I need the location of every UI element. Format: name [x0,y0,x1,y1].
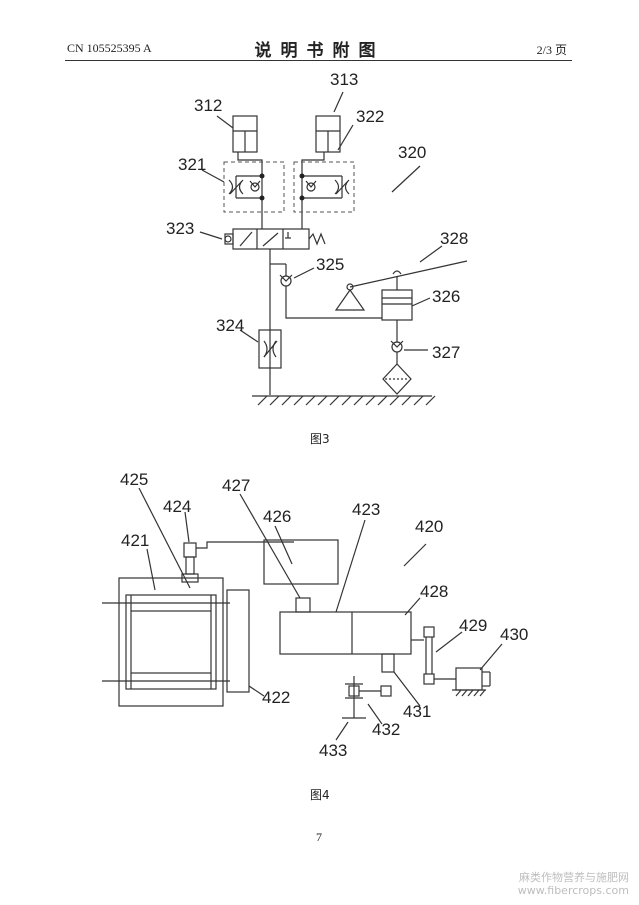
label-429: 429 [459,616,487,635]
ground-hatch-line [257,395,268,406]
label-430: 430 [500,625,528,644]
ground-hatch-line [293,395,304,406]
motor-base-hatch-line [473,689,480,697]
directional-valve-323 [224,218,326,250]
label-313: 313 [330,70,358,89]
label-422: 422 [262,688,290,707]
figure-3-leaders [199,91,443,351]
label-431: 431 [403,702,431,721]
motor-430 [452,667,491,697]
site-watermark: 麻类作物营养与施肥网 www.fibercrops.com [518,871,629,897]
label-322: 322 [356,107,384,126]
label-423: 423 [352,500,380,519]
ground-hatch-line [341,395,352,406]
ground-hatch-line [425,395,436,406]
unit-426 [263,539,339,585]
label-327: 327 [432,343,460,362]
figure-4-labels: 425 424 427 426 423 421 420 428 429 430 … [120,470,528,760]
figure-3-labels: 312 313 322 321 320 323 328 325 326 324 … [166,70,468,362]
throttle-valve-324 [258,329,282,369]
page-title: 说明书附图 [254,41,385,61]
main-unit-423-428 [279,611,412,655]
label-421: 421 [121,531,149,550]
figure-4-caption: 图4 [310,788,330,802]
throttle-check-valve-321 [228,173,265,201]
ground-hatch-line [389,395,400,406]
check-valve-327 [390,340,404,364]
tank-ground [252,395,436,406]
motor-base-hatch-line [479,689,486,697]
watermark-line-2: www.fibercrops.com [517,884,629,897]
ground-hatch-line [353,395,364,406]
check-valve-325 [279,264,382,319]
label-320: 320 [398,143,426,162]
figure-3-caption: 图3 [310,432,330,446]
label-433: 433 [319,741,347,760]
ground-hatch-line [281,395,292,406]
ground-hatch-line [269,395,280,406]
label-312: 312 [194,96,222,115]
patent-number: CN 105525395 A [67,41,152,55]
label-425: 425 [120,470,148,489]
motor-base-hatch-line [461,689,468,697]
lever-328 [334,260,468,311]
label-420: 420 [415,517,443,536]
label-426: 426 [263,507,291,526]
label-328: 328 [440,229,468,248]
ground-hatch-line [365,395,376,406]
throttle-check-valve-322 [299,173,350,201]
label-324: 324 [216,316,244,335]
part-431 [381,653,395,673]
valve-box-322 [293,161,355,213]
connection-429 [411,626,456,685]
valve-box-321 [223,161,285,213]
press-frame-421 [102,577,230,707]
label-424: 424 [163,497,191,516]
cylinder-313 [315,115,341,153]
column-422 [226,589,250,693]
label-323: 323 [166,219,194,238]
block-427 [295,597,311,613]
ground-hatch-line [401,395,412,406]
watermark-line-1: 麻类作物营养与施肥网 [519,871,629,884]
label-326: 326 [432,287,460,306]
filter-diamond [382,363,412,395]
motor-base-hatch-line [467,689,474,697]
label-428: 428 [420,582,448,601]
label-321: 321 [178,155,206,174]
sensor-424 [181,542,199,583]
ground-hatch-line [317,395,328,406]
cylinder-326 [381,276,413,342]
label-325: 325 [316,255,344,274]
ground-hatch-line [413,395,424,406]
label-427: 427 [222,476,250,495]
page-of-count: 2/3 页 [536,43,567,57]
figure-4-leaders [138,487,503,741]
ground-hatch-line [305,395,316,406]
motor-base-hatch-line [455,689,462,697]
cylinder-312 [232,115,258,153]
ground-hatch-line [377,395,388,406]
valve-group-432-433 [342,676,392,719]
figure-4-diagram [102,539,491,719]
header-divider [65,60,572,61]
label-432: 432 [372,720,400,739]
page-number: 7 [316,830,322,844]
ground-hatch-line [329,395,340,406]
figure-3-diagram [223,115,468,406]
